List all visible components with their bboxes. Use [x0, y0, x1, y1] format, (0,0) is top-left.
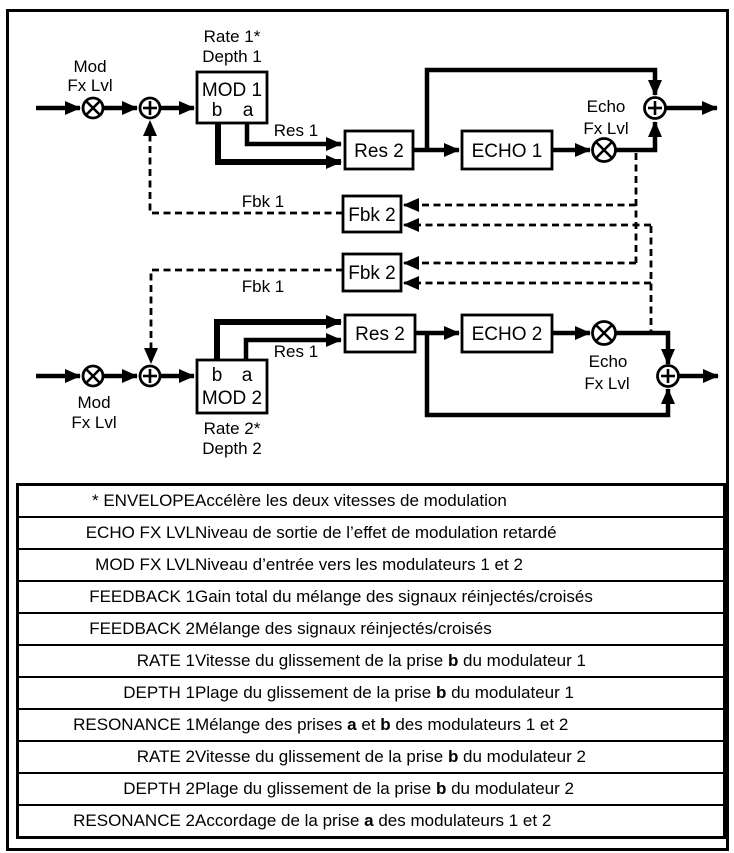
signal-flow-diagram: Mod Fx Lvl Rate 1* Depth 1 MOD 1 b a Res…	[36, 27, 719, 458]
res2-label: Res 2	[354, 141, 404, 162]
parameter-table: * ENVELOPE Accélère les deux vitesses de…	[16, 483, 726, 839]
fbk2-box-top	[341, 194, 403, 234]
param-name: * ENVELOPE	[17, 483, 195, 518]
tap-b-wire	[214, 315, 342, 360]
param-description: Mélange des signaux réinjectés/croisés	[195, 612, 725, 646]
param-description: Plage du glissement de la prise b du mod…	[195, 772, 725, 806]
tap-a-wire	[243, 333, 342, 360]
table-row: RESONANCE 2 Accordage de la prise a des …	[17, 804, 725, 839]
param-name: RATE 2	[17, 740, 195, 774]
fbk2-label: Fbk 2	[348, 205, 396, 226]
param-name: ECHO FX LVL	[17, 516, 195, 550]
fbk2-box-bottom	[341, 252, 403, 293]
param-description: Accélère les deux vitesses de modulation	[195, 483, 725, 518]
res2-label: Res 2	[355, 324, 405, 345]
tap-b-wire	[215, 123, 342, 169]
param-name: DEPTH 2	[17, 772, 195, 806]
fbk2-label: Fbk 2	[348, 263, 396, 284]
fbk1-label: Fbk 1	[242, 277, 285, 296]
wet-wire	[616, 330, 675, 365]
blocks	[195, 70, 554, 415]
channel-1-wires	[36, 67, 718, 169]
table-row: RATE 1 Vitesse du glissement de la prise…	[17, 644, 725, 678]
echo1-box	[460, 129, 554, 171]
param-name: FEEDBACK 2	[17, 612, 195, 646]
table-row: RESONANCE 1 Mélange des prises a et b de…	[17, 708, 725, 742]
rate1-label: Rate 1*	[204, 27, 261, 46]
res2-box-top	[343, 129, 415, 171]
echo2-label: ECHO 2	[472, 324, 543, 345]
res1-label: Res 1	[274, 121, 318, 140]
echo-fx-lvl-label: Echo	[589, 352, 628, 371]
fbk1-label: Fbk 1	[242, 192, 285, 211]
param-description: Niveau d’entrée vers les modulateurs 1 e…	[195, 548, 725, 582]
param-description: Gain total du mélange des signaux réinje…	[195, 580, 725, 614]
dry-bypass-wire	[424, 67, 662, 150]
echo2-box	[460, 313, 554, 354]
sum-node-icon	[138, 96, 162, 120]
multiply-node-icon	[81, 364, 105, 388]
res1-label: Res 1	[274, 342, 318, 361]
mod2-label: MOD 2	[202, 388, 262, 409]
wet-wire	[616, 121, 662, 153]
multiply-node-icon	[81, 96, 105, 120]
diagram-labels: Mod Fx Lvl Rate 1* Depth 1 MOD 1 b a Res…	[67, 27, 629, 458]
echo-fx-lvl-label: Fx Lvl	[584, 374, 629, 393]
param-name: RESONANCE 2	[17, 804, 195, 839]
table-row: FEEDBACK 2 Mélange des signaux réinjecté…	[17, 612, 725, 646]
tap-a-wire	[244, 123, 342, 151]
sum-node-icon	[643, 96, 667, 120]
mod-fx-lvl-label: Fx Lvl	[71, 413, 116, 432]
multiply-node-icon	[591, 320, 617, 346]
tap-a-label: a	[242, 365, 253, 386]
param-description: Niveau de sortie de l’effet de modulatio…	[195, 516, 725, 550]
param-description: Vitesse du glissement de la prise b du m…	[195, 740, 725, 774]
echo1-label: ECHO 1	[472, 141, 543, 162]
multiply-node-icon	[591, 137, 617, 163]
table-row: * ENVELOPE Accélère les deux vitesses de…	[17, 483, 725, 518]
param-name: MOD FX LVL	[17, 548, 195, 582]
param-name: FEEDBACK 1	[17, 580, 195, 614]
tap-b-label: b	[212, 365, 223, 386]
param-description: Accordage de la prise a des modulateurs …	[195, 804, 725, 839]
table-row: RATE 2 Vitesse du glissement de la prise…	[17, 740, 725, 774]
depth1-label: Depth 1	[202, 47, 262, 66]
param-description: Mélange des prises a et b des modulateur…	[195, 708, 725, 742]
table-row: ECHO FX LVL Niveau de sortie de l’effet …	[17, 516, 725, 550]
table-row: MOD FX LVL Niveau d’entrée vers les modu…	[17, 548, 725, 582]
param-name: DEPTH 1	[17, 676, 195, 710]
mod1-box	[195, 70, 269, 125]
mod-fx-lvl-label: Fx Lvl	[67, 76, 112, 95]
feedback-network	[143, 120, 653, 364]
table-row: FEEDBACK 1 Gain total du mélange des sig…	[17, 580, 725, 614]
fbk1-return-wire	[144, 268, 343, 364]
table-row: DEPTH 1 Plage du glissement de la prise …	[17, 676, 725, 710]
dry-bypass-wire	[424, 333, 675, 418]
depth2-label: Depth 2	[202, 439, 262, 458]
mod1-label: MOD 1	[202, 80, 262, 101]
tap-b-label: b	[212, 100, 223, 121]
channel-2-wires	[36, 315, 719, 418]
res2-box-bottom	[343, 313, 417, 354]
echo-fx-lvl-label: Echo	[587, 97, 626, 116]
echo-fx-lvl-label: Fx Lvl	[583, 119, 628, 138]
rate2-label: Rate 2*	[204, 419, 261, 438]
fbk1-return-wire	[143, 120, 343, 215]
mod-fx-lvl-label: Mod	[77, 393, 110, 412]
param-name: RATE 1	[17, 644, 195, 678]
param-description: Vitesse du glissement de la prise b du m…	[195, 644, 725, 678]
mod-fx-lvl-label: Mod	[73, 57, 106, 76]
mod2-box	[195, 358, 269, 415]
sum-node-icon	[138, 364, 162, 388]
param-name: RESONANCE 1	[17, 708, 195, 742]
sum-node-icon	[656, 364, 680, 388]
table-row: DEPTH 2 Plage du glissement de la prise …	[17, 772, 725, 806]
tap-a-label: a	[243, 100, 254, 121]
param-description: Plage du glissement de la prise b du mod…	[195, 676, 725, 710]
